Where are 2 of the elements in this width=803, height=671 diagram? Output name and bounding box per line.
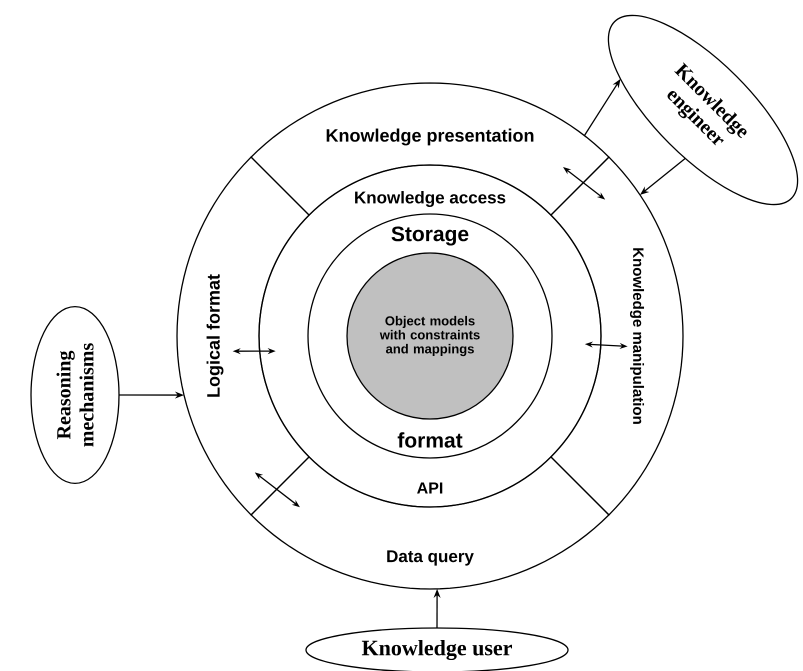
ring-sector: Logical format	[176, 156, 310, 516]
ring-sector: Knowledge manipulation	[550, 156, 684, 516]
